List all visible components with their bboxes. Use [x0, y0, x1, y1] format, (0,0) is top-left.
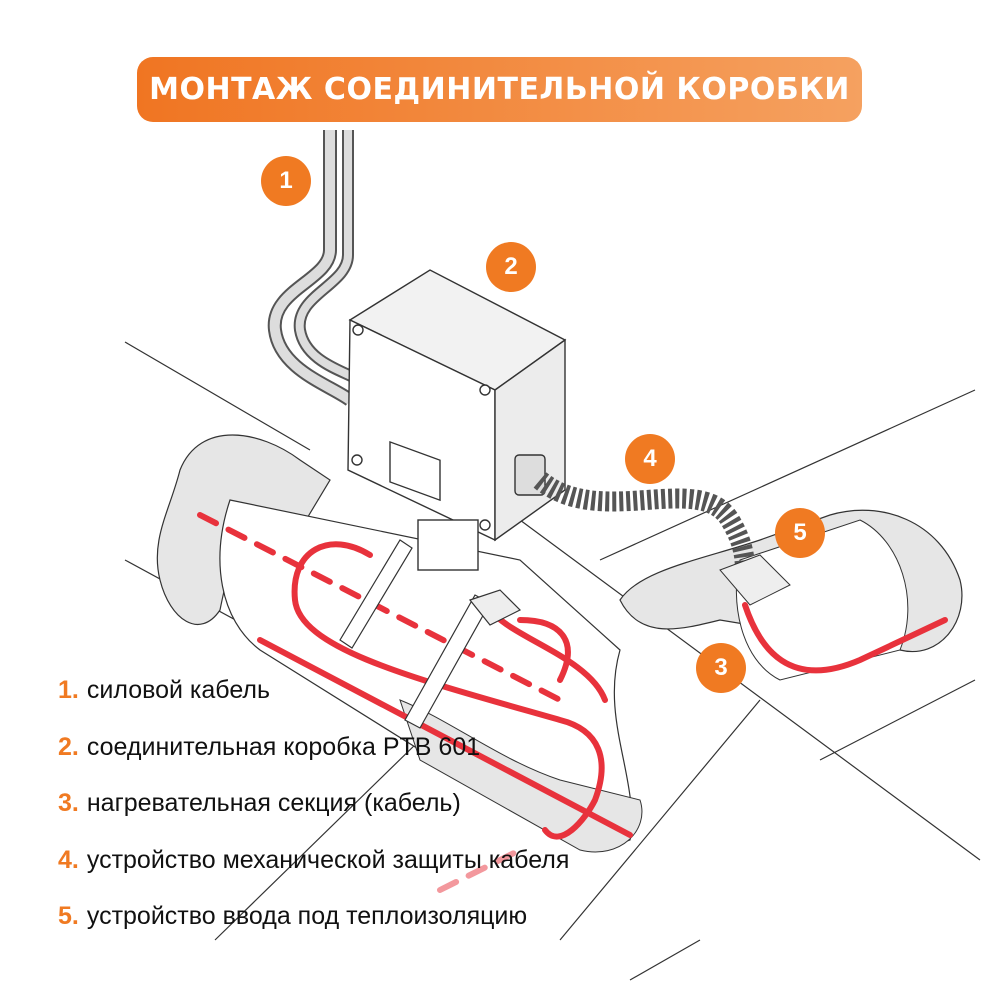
callout-badge-2: 2 — [486, 242, 536, 292]
pipe-outline — [599, 389, 976, 981]
heating-cable — [257, 637, 633, 838]
protective-conduit — [533, 471, 755, 576]
junction-box — [347, 269, 567, 571]
legend-number: 4. — [58, 845, 79, 874]
heating-cable — [197, 512, 563, 703]
legend-number: 2. — [58, 732, 79, 761]
heating-cable — [437, 847, 523, 893]
callout-badge-5: 5 — [775, 508, 825, 558]
heating-cable — [517, 617, 571, 683]
legend-item: 4.устройство механической защиты кабеля — [58, 846, 569, 903]
legend-item: 5.устройство ввода под теплоизоляцию — [58, 902, 569, 959]
pipe-body — [735, 519, 909, 681]
legend-text: силовой кабель — [86, 676, 271, 704]
legend-number: 1. — [58, 676, 79, 704]
legend: 1.силовой кабель 2.соединительная коробк… — [58, 676, 569, 959]
pipe-clamp — [339, 539, 522, 729]
heating-cable — [742, 602, 948, 674]
callout-badge-3: 3 — [696, 643, 746, 693]
legend-text: нагревательная секция (кабель) — [86, 789, 461, 817]
legend-number: 3. — [58, 789, 79, 817]
callout-badge-1: 1 — [261, 156, 311, 206]
legend-text: устройство механической защиты кабеля — [86, 845, 570, 874]
legend-number: 5. — [58, 902, 79, 930]
legend-item: 3.нагревательная секция (кабель) — [58, 789, 569, 846]
page-title: МОНТАЖ СОЕДИНИТЕЛЬНОЙ КОРОБКИ — [137, 57, 862, 122]
legend-text: устройство ввода под теплоизоляцию — [86, 902, 528, 930]
legend-item: 2.соединительная коробка PTB 601 — [58, 733, 569, 790]
heating-cable — [492, 612, 608, 703]
legend-text: соединительная коробка PTB 601 — [86, 732, 481, 761]
callout-badge-4: 4 — [625, 434, 675, 484]
heating-cable — [291, 541, 605, 840]
legend-item: 1.силовой кабель — [58, 676, 569, 733]
